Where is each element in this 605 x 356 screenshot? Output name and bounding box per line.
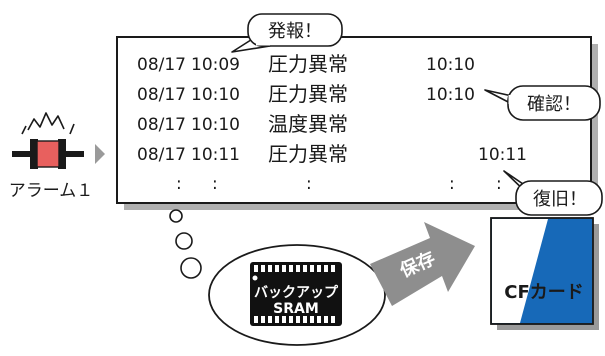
log-row: 08/17 10:10 圧力異常 10:10 [137, 82, 475, 106]
alarm-cap-left [30, 139, 38, 169]
log-event: 圧力異常 [268, 52, 348, 76]
log-time: 10:09 [191, 55, 240, 75]
continuation-mark: : [176, 174, 182, 194]
alarm-log-panel: 08/17 10:09 圧力異常 10:10 08/17 10:10 圧力異常 … [116, 36, 598, 210]
callout-occurred-text: 発報！ [268, 21, 322, 42]
chip-pins-top [254, 265, 335, 272]
chip-body [250, 262, 342, 326]
continuation-mark: : [212, 174, 218, 194]
log-date: 08/17 [137, 145, 186, 165]
log-time: 10:10 [191, 115, 240, 135]
alarm-wire-left [12, 151, 34, 157]
thought-dot [169, 209, 183, 223]
log-continuation: : : : : : [176, 174, 502, 194]
log-row: 08/17 10:09 圧力異常 10:10 [137, 52, 475, 76]
callout-acknowledged-text: 確認！ [527, 94, 581, 115]
alarm-burst-icon [21, 125, 27, 135]
thought-trail [169, 209, 202, 279]
sram-bubble: バックアップ SRAM [208, 244, 386, 346]
alarm-wire-right [62, 151, 84, 157]
sram-line2: SRAM [273, 301, 319, 317]
log-date: 08/17 [137, 55, 186, 75]
log-date: 08/17 [137, 115, 186, 135]
sram-line1: バックアップ [254, 285, 339, 301]
alarm-log-frame [116, 36, 592, 204]
callout-occurred: 発報！ [231, 13, 343, 53]
sram-chip-icon: バックアップ SRAM [250, 262, 342, 326]
alarm-device: アラーム１ [9, 112, 105, 201]
cf-card-label: CFカード [504, 282, 584, 303]
log-recovered-time: 10:10 [426, 55, 475, 75]
log-time: 10:11 [191, 145, 240, 165]
chip-notch [252, 275, 258, 281]
continuation-mark: : [496, 174, 502, 194]
log-recovered-time: 10:10 [426, 85, 475, 105]
cf-card: CFカード [490, 217, 599, 330]
cf-card-label-area [492, 219, 548, 323]
thought-dot [180, 257, 202, 279]
log-recovered-time: 10:11 [478, 145, 527, 165]
log-row: 08/17 10:11 圧力異常 10:11 [137, 142, 527, 166]
alarm-lamp-icon [36, 140, 60, 168]
callout-acknowledged: 確認！ [484, 85, 601, 121]
callout-bubble [515, 180, 603, 216]
cf-card-outline [490, 217, 594, 325]
callout-bubble [507, 85, 601, 121]
chip-pins-bottom [254, 316, 335, 323]
log-event: 圧力異常 [268, 82, 348, 106]
alarm-burst-icon [27, 112, 65, 131]
thought-dot [175, 232, 193, 250]
log-event: 圧力異常 [268, 142, 348, 166]
alarm-label: アラーム１ [9, 181, 94, 201]
save-arrow: 保存 [370, 222, 475, 306]
log-date: 08/17 [137, 85, 186, 105]
callout-bubble [247, 13, 343, 47]
callout-recovered: 復旧！ [503, 170, 603, 216]
continuation-mark: : [306, 174, 312, 194]
alarm-arrow-icon [95, 144, 105, 164]
log-event: 温度異常 [268, 112, 348, 136]
save-arrow-shape [370, 222, 475, 306]
callout-recovered-text: 復旧！ [533, 189, 587, 210]
alarm-burst-icon [69, 123, 75, 135]
log-time: 10:10 [191, 85, 240, 105]
log-row: 08/17 10:10 温度異常 [137, 112, 348, 136]
continuation-mark: : [449, 174, 455, 194]
callout-seam [518, 186, 530, 197]
alarm-cap-right [58, 139, 66, 169]
